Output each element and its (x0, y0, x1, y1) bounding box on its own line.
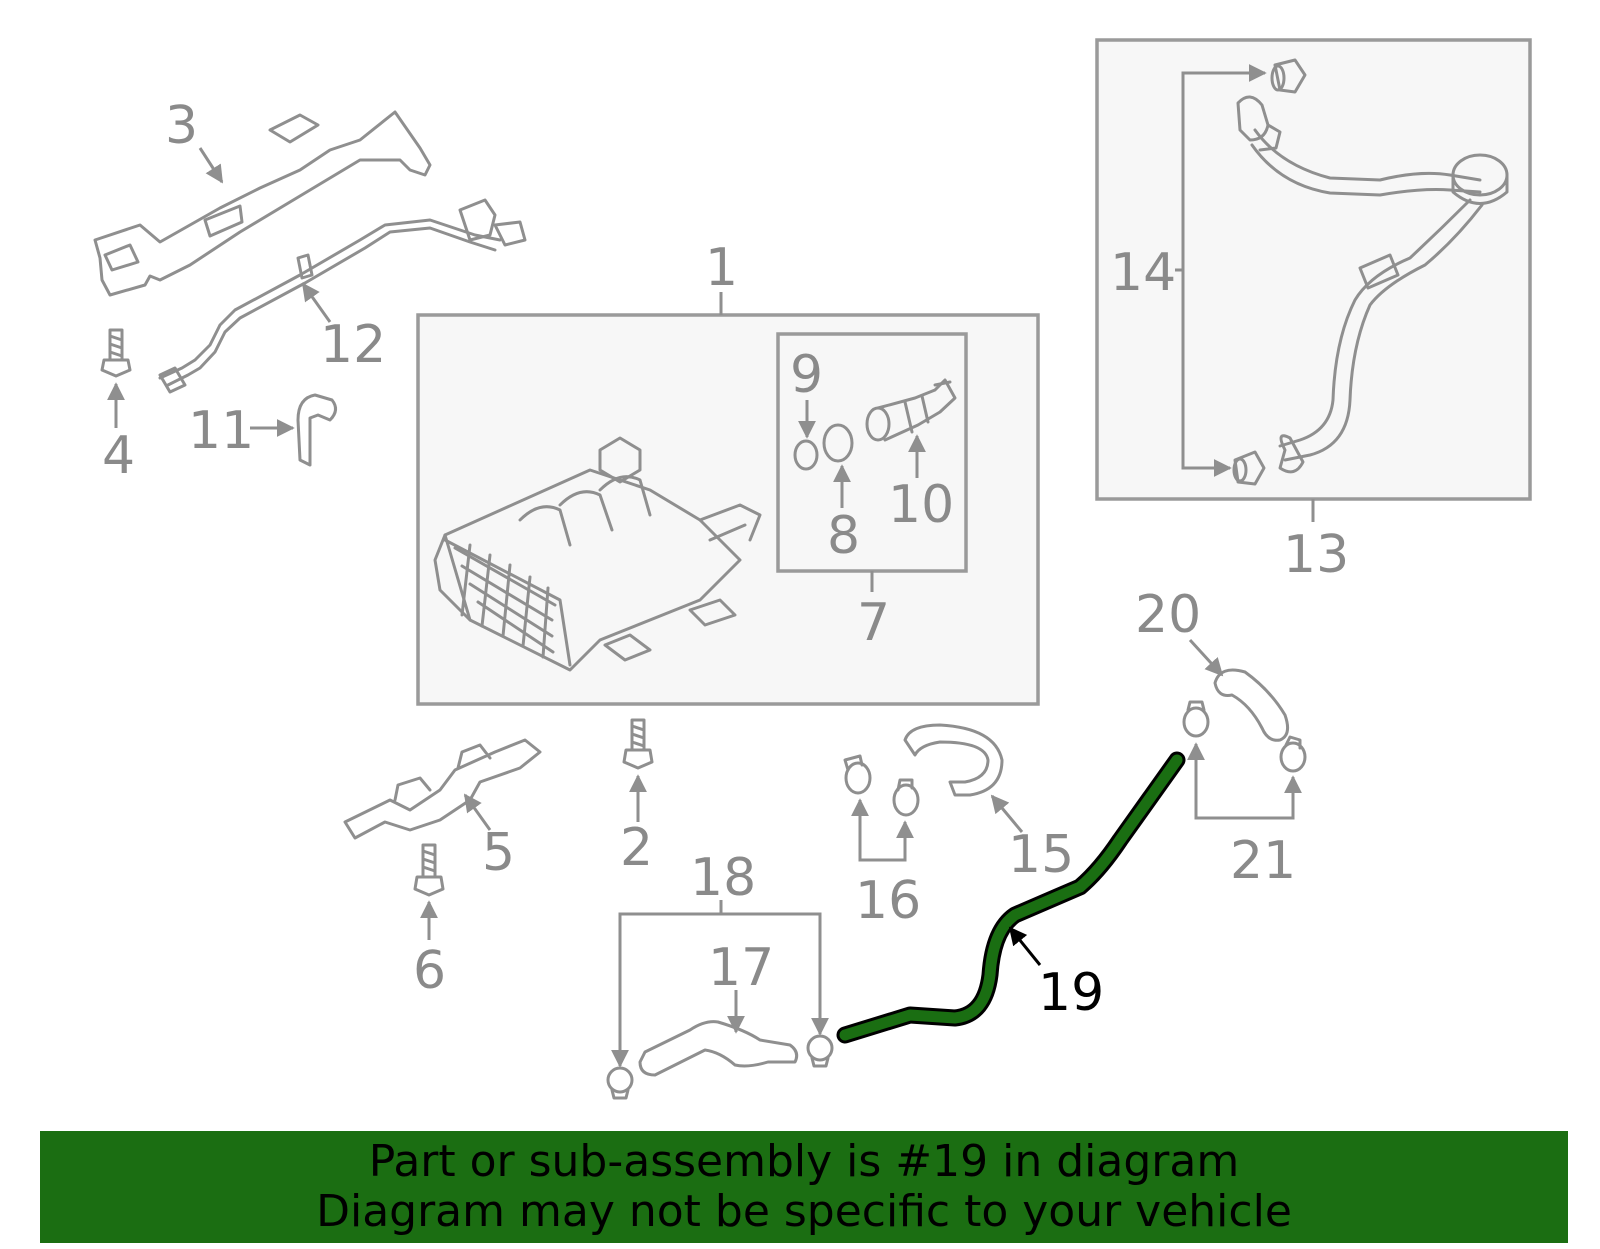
callout-6: 6 (413, 941, 446, 1001)
callout-7: 7 (857, 593, 890, 653)
valve-kit-box (776, 332, 968, 573)
grommet-bottom[interactable] (1232, 450, 1266, 486)
callout-10: 10 (888, 475, 954, 535)
hose-clip[interactable] (296, 393, 337, 467)
callout-21: 21 (1230, 831, 1296, 891)
o-ring-small[interactable] (793, 439, 819, 471)
callout-9: 9 (790, 345, 823, 405)
callout-1: 1 (705, 238, 738, 298)
bolt-2[interactable] (622, 718, 654, 770)
banner-line-2: Diagram may not be specific to your vehi… (316, 1186, 1292, 1237)
callout-19: 19 (1038, 963, 1104, 1023)
leader-21 (1187, 742, 1302, 820)
clamp-18a[interactable] (606, 1066, 634, 1100)
leader-3 (198, 147, 224, 184)
leader-20 (1188, 638, 1224, 677)
callout-2: 2 (620, 818, 653, 878)
purge-valve[interactable] (865, 378, 957, 442)
vapor-canister[interactable] (433, 436, 762, 672)
banner-line-1: Part or sub-assembly is #19 in diagram (368, 1136, 1240, 1187)
hose-19-highlighted[interactable] (836, 751, 1186, 1044)
clamp-21b[interactable] (1279, 735, 1307, 773)
callout-16: 16 (855, 871, 921, 931)
hose-15[interactable] (903, 723, 1004, 797)
hose-20[interactable] (1213, 668, 1290, 742)
callout-13: 13 (1283, 525, 1349, 585)
callout-3: 3 (165, 96, 198, 156)
callout-11: 11 (188, 401, 254, 461)
leader-12 (301, 282, 332, 323)
callout-14: 14 (1110, 243, 1176, 303)
callout-17: 17 (708, 938, 774, 998)
canister-bracket[interactable] (93, 110, 432, 297)
leader-15 (990, 794, 1024, 833)
callout-5: 5 (482, 823, 515, 883)
vapor-tube[interactable] (1236, 95, 1509, 474)
callout-8: 8 (827, 506, 860, 566)
leader-5 (463, 793, 492, 831)
leader-19 (1008, 926, 1042, 966)
o-ring-large[interactable] (822, 423, 854, 463)
callout-20: 20 (1135, 585, 1201, 645)
bolt-6[interactable] (413, 843, 445, 897)
clamp-16a[interactable] (843, 754, 872, 795)
callout-15: 15 (1008, 825, 1074, 885)
grommet-top[interactable] (1270, 58, 1307, 94)
callout-4: 4 (102, 426, 135, 486)
vapor-tube-box (1095, 38, 1532, 501)
mounting-bracket[interactable] (343, 738, 542, 840)
callout-18: 18 (690, 848, 756, 908)
vent-hose-assembly[interactable] (158, 198, 527, 394)
hose-17[interactable] (638, 1020, 799, 1077)
clamp-18b[interactable] (806, 1034, 834, 1068)
part-info-banner: Part or sub-assembly is #19 in diagram D… (40, 1131, 1568, 1243)
callout-12: 12 (320, 315, 386, 375)
leader-16 (851, 798, 914, 862)
clamp-21a[interactable] (1182, 700, 1210, 738)
bolt-4[interactable] (100, 328, 132, 378)
clamp-16b[interactable] (892, 778, 920, 817)
